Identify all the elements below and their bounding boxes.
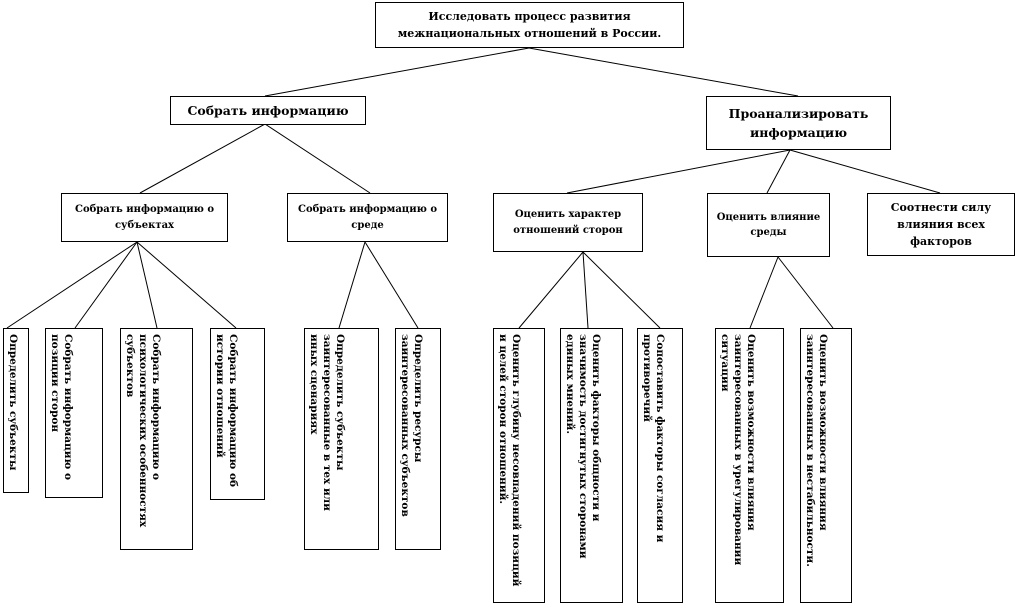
leaf-instability-influence-label: Оценить возможности влияния заинтересова… bbox=[804, 334, 829, 567]
node-collect-environment-label: Собрать информацию о среде bbox=[297, 204, 438, 231]
leaf-relations-history-label: Собрать информацию об истории отношений bbox=[214, 334, 239, 487]
connector-relations-leaf-1 bbox=[518, 251, 584, 329]
branch-analyze-label: Проанализировать информацию bbox=[728, 105, 869, 140]
node-assess-environment: Оценить влияние среды bbox=[707, 193, 830, 257]
node-assess-relations: Оценить характер отношений сторон bbox=[493, 193, 643, 252]
connector-influence-leaf-2 bbox=[777, 256, 834, 329]
connector-environment-leaf-1 bbox=[338, 241, 366, 329]
leaf-subject-resources: Определить ресурсы заинтересованных субъ… bbox=[395, 328, 441, 550]
leaf-community-factors: Оценить факторы общности и значимость до… bbox=[560, 328, 623, 603]
connector-subjects-leaf-4 bbox=[136, 241, 237, 329]
branch-collect-label: Собрать информацию bbox=[187, 102, 349, 118]
leaf-subject-resources-label: Определить ресурсы заинтересованных субъ… bbox=[399, 334, 424, 517]
connector-subjects-leaf-2 bbox=[74, 241, 138, 329]
leaf-define-subjects-label: Определить субъекты bbox=[7, 334, 19, 471]
leaf-interested-subjects-label: Определить субъекты заинтересованные в т… bbox=[308, 334, 346, 511]
leaf-positions-mismatch: Оценить глубину несовпадений позиций и ц… bbox=[493, 328, 545, 603]
leaf-settlement-influence-label: Оценить возможности влияния заинтересова… bbox=[719, 334, 757, 566]
leaf-psych-features: Собрать информацию о психологических осо… bbox=[120, 328, 193, 550]
leaf-psych-features-label: Собрать информацию о психологических осо… bbox=[124, 334, 162, 528]
branch-collect-info: Собрать информацию bbox=[170, 96, 366, 125]
leaf-community-factors-label: Оценить факторы общности и значимость до… bbox=[564, 334, 602, 559]
leaf-interested-subjects: Определить субъекты заинтересованные в т… bbox=[304, 328, 379, 550]
leaf-sides-positions: Собрать информацию о позиции сторон bbox=[45, 328, 103, 498]
connector-analyze-relations bbox=[566, 149, 791, 194]
node-correlate-factors-label: Соотнести силу влияния всех факторов bbox=[890, 200, 992, 249]
root-node: Исследовать процесс развития межнационал… bbox=[375, 2, 684, 48]
connector-root-analyze bbox=[528, 47, 799, 97]
connector-collect-subjects bbox=[139, 123, 266, 194]
node-collect-subjects-label: Собрать информацию о субъектах bbox=[74, 204, 215, 231]
node-assess-relations-label: Оценить характер отношений сторон bbox=[513, 209, 623, 236]
node-correlate-factors: Соотнести силу влияния всех факторов bbox=[867, 193, 1015, 256]
connector-analyze-factors bbox=[789, 149, 941, 194]
connector-subjects-leaf-3 bbox=[136, 241, 158, 329]
leaf-settlement-influence: Оценить возможности влияния заинтересова… bbox=[715, 328, 784, 603]
connector-root-collect bbox=[264, 47, 530, 97]
connector-analyze-environment bbox=[766, 149, 791, 194]
connector-relations-leaf-2 bbox=[582, 251, 589, 329]
branch-analyze-info: Проанализировать информацию bbox=[706, 96, 891, 150]
leaf-consent-contradictions-label: Сопоставить факторы согласия и противоре… bbox=[641, 334, 666, 543]
leaf-relations-history: Собрать информацию об истории отношений bbox=[210, 328, 265, 500]
node-assess-environment-label: Оценить влияние среды bbox=[716, 211, 821, 239]
leaf-define-subjects: Определить субъекты bbox=[3, 328, 29, 493]
leaf-instability-influence: Оценить возможности влияния заинтересова… bbox=[800, 328, 852, 603]
leaf-sides-positions-label: Собрать информацию о позиции сторон bbox=[49, 334, 74, 480]
connector-influence-leaf-1 bbox=[749, 256, 779, 329]
node-collect-environment: Собрать информацию о среде bbox=[287, 193, 448, 242]
connector-environment-leaf-2 bbox=[364, 241, 419, 329]
connector-subjects-leaf-1 bbox=[6, 241, 138, 329]
leaf-consent-contradictions: Сопоставить факторы согласия и противоре… bbox=[637, 328, 683, 603]
connector-relations-leaf-3 bbox=[582, 251, 661, 329]
connector-collect-environment bbox=[264, 123, 371, 194]
root-label: Исследовать процесс развития межнационал… bbox=[397, 9, 662, 40]
leaf-positions-mismatch-label: Оценить глубину несовпадений позиций и ц… bbox=[497, 334, 522, 587]
node-collect-subjects: Собрать информацию о субъектах bbox=[61, 193, 228, 242]
